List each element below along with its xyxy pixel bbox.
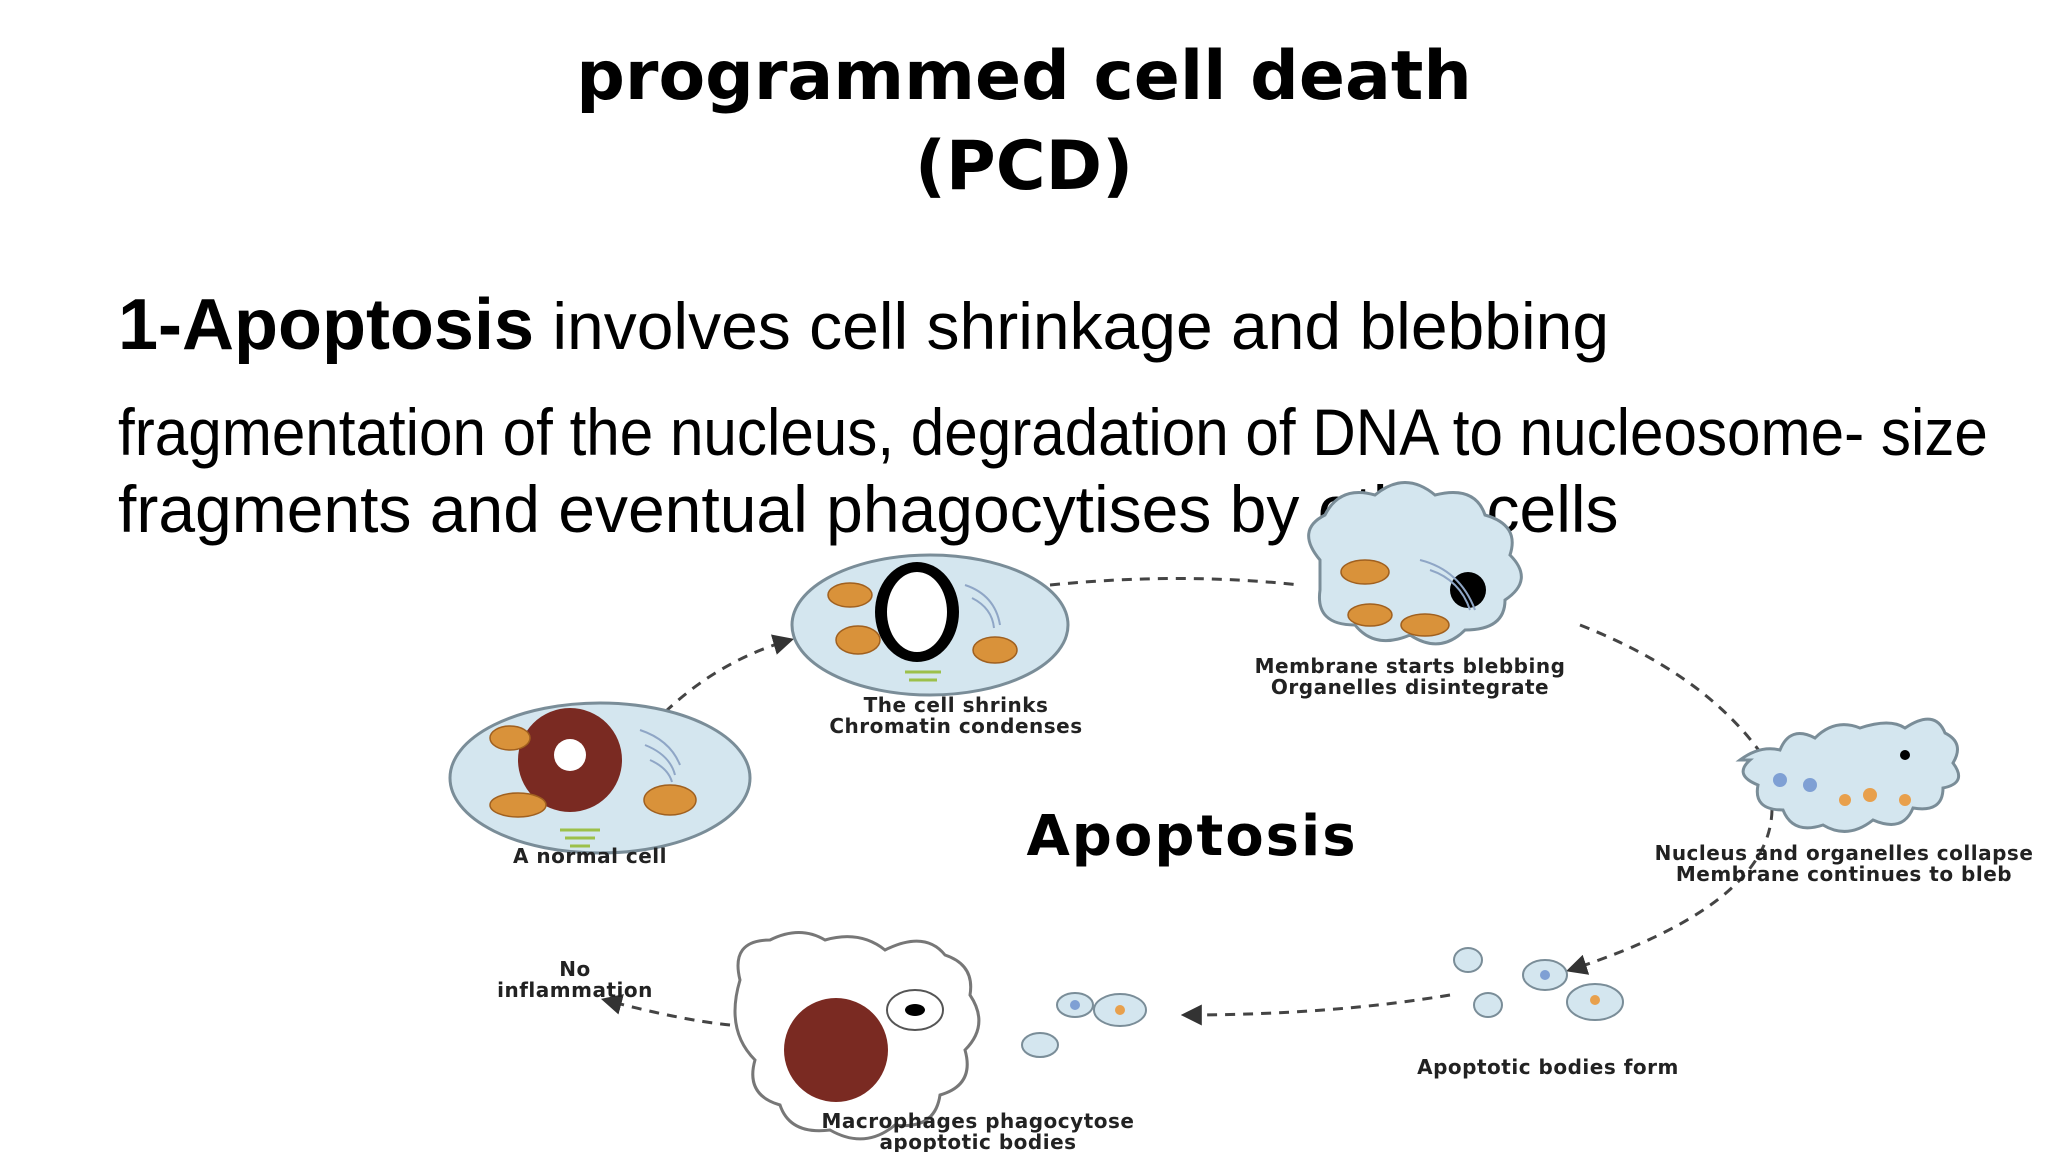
mitochondrion-icon	[643, 784, 697, 816]
fragment-icon	[1070, 1000, 1080, 1010]
mitochondrion-icon	[835, 625, 881, 655]
apoptosis-description: involves cell shrinkage and blebbing	[534, 289, 1610, 363]
title-line-1: programmed cell death	[576, 37, 1472, 116]
fragment-icon	[1590, 995, 1600, 1005]
label-normal-cell: A normal cell	[513, 844, 667, 868]
mitochondrion-icon	[827, 582, 873, 608]
fragment-icon	[1899, 794, 1911, 806]
label-macro-1: Macrophages phagocytose	[822, 1109, 1135, 1133]
body-line-1: 1-Apoptosis involves cell shrinkage and …	[118, 286, 1609, 365]
fragment-icon	[1900, 750, 1910, 760]
label-collapse-2: Membrane continues to bleb	[1676, 862, 2012, 886]
chromatin-center	[887, 572, 947, 652]
body-line-2: fragmentation of the nucleus, degradatio…	[118, 395, 1988, 469]
engulfed-body	[905, 1004, 925, 1016]
er-icon	[639, 729, 681, 783]
mitochondrion-icon	[972, 636, 1018, 664]
apoptotic-body	[1473, 992, 1503, 1018]
apoptosis-term: 1-Apoptosis	[118, 285, 535, 365]
label-collapse-1: Nucleus and organelles collapse	[1655, 841, 2034, 865]
mitochondrion-icon	[1400, 613, 1450, 637]
label-noinf-2: inflammation	[497, 978, 653, 1002]
fragment-icon	[1863, 788, 1877, 802]
arrow-shrink-to-bleb	[1049, 577, 1301, 587]
mitochondrion-icon	[489, 725, 531, 751]
mitochondrion-icon	[1347, 603, 1393, 627]
diagram-center-label: Apoptosis	[1026, 804, 1357, 869]
arrow-macrophage-to-noinf	[600, 994, 731, 1027]
apoptotic-bodies	[1453, 947, 1624, 1021]
er-icon	[964, 584, 1001, 629]
collapsing-cell	[1735, 717, 1961, 833]
fragment-icon	[1540, 970, 1550, 980]
label-bodies: Apoptotic bodies form	[1417, 1055, 1679, 1079]
fragment-icon	[1115, 1005, 1125, 1015]
label-shrink-1: The cell shrinks	[864, 693, 1049, 717]
label-bleb-1: Membrane starts blebbing	[1255, 654, 1566, 678]
normal-cell	[448, 701, 752, 855]
blebbing-cell	[1307, 481, 1523, 646]
fragment-icon	[1803, 778, 1817, 792]
golgi-icon	[560, 828, 600, 848]
mitochondrion-icon	[1340, 559, 1390, 585]
arrow-bleb-to-collapse	[1579, 623, 1778, 779]
apoptotic-body	[1453, 947, 1483, 973]
fragment-icon	[1773, 773, 1787, 787]
title-line-2: (PCD)	[914, 127, 1134, 206]
normal-cell-nucleolus	[554, 739, 586, 771]
fragment-icon	[1839, 794, 1851, 806]
label-shrink-2: Chromatin condenses	[829, 714, 1082, 738]
macrophage	[733, 931, 981, 1141]
label-bleb-2: Organelles disintegrate	[1271, 675, 1549, 699]
mitochondrion-icon	[489, 792, 547, 818]
arrow-collapse-to-bodies	[1566, 809, 1774, 975]
apoptotic-body	[1021, 1032, 1059, 1058]
arrow-normal-to-shrink	[663, 634, 795, 714]
label-noinf-1: No	[559, 957, 590, 981]
golgi-icon	[905, 670, 941, 682]
bleb-nucleus	[1450, 572, 1486, 608]
macrophage-nucleus	[784, 998, 888, 1102]
arrow-bodies-to-macrophage	[1180, 993, 1451, 1026]
slide-title: programmed cell death (PCD)	[0, 32, 2048, 212]
engulfing-bodies	[1021, 992, 1147, 1058]
er-icon	[1419, 559, 1476, 611]
shrinking-cell	[790, 553, 1070, 697]
label-macro-2: apoptotic bodies	[879, 1130, 1076, 1152]
